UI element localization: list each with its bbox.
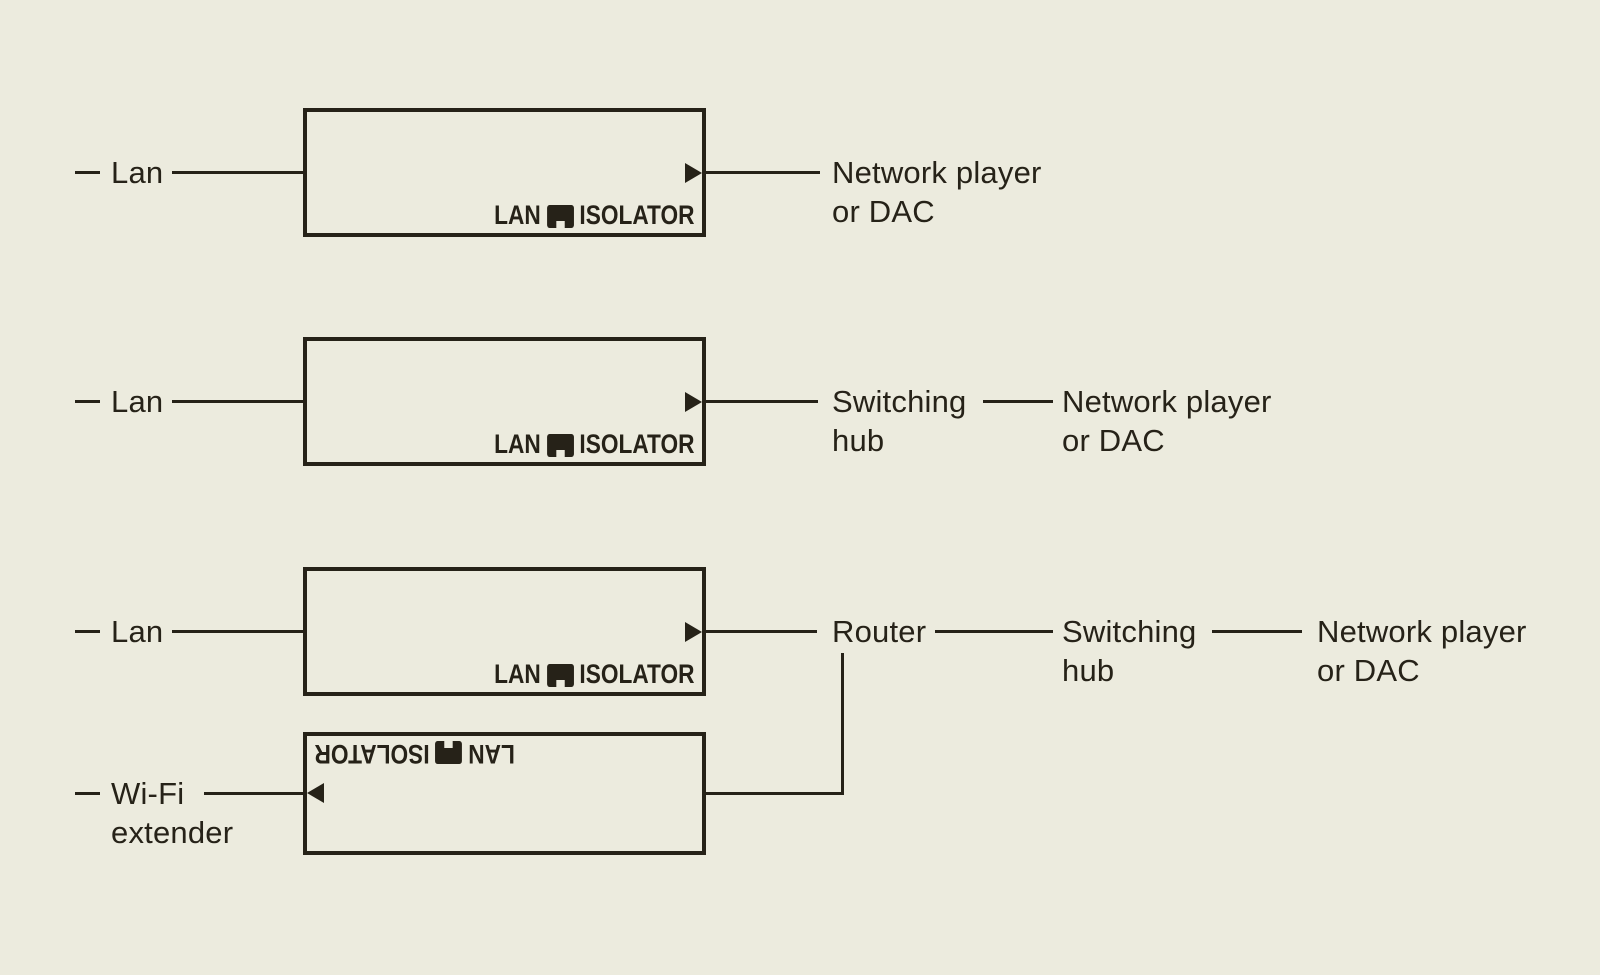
- lan-isolator-logo: LAN ISOLATOR: [495, 661, 695, 688]
- label-line: hub: [832, 423, 885, 458]
- lan-isolator-box-2: LAN ISOLATOR: [303, 337, 706, 466]
- lan-isolator-box-3: LAN ISOLATOR: [303, 567, 706, 696]
- lan-isolator-logo: LAN ISOLATOR: [495, 431, 695, 458]
- connector-line: [983, 400, 1053, 403]
- lan-isolator-box-1: LAN ISOLATOR: [303, 108, 706, 237]
- label-line: or DAC: [832, 194, 935, 229]
- label-line: Wi-Fi: [111, 776, 185, 811]
- logo-lan-text: LAN: [494, 200, 542, 230]
- logo-isolator-text: ISOLATOR: [314, 739, 430, 769]
- label-line: Network player: [832, 155, 1042, 190]
- label-line: or DAC: [1317, 653, 1420, 688]
- label-line: Network player: [1062, 384, 1272, 419]
- connector-line: [172, 400, 303, 403]
- label-line: Lan: [111, 614, 164, 649]
- isolator-box-content: LAN ISOLATOR: [307, 341, 702, 462]
- lan-tick-mark: [75, 400, 100, 403]
- ethernet-port-icon: [434, 741, 462, 764]
- lan-tick-mark: [75, 630, 100, 633]
- lan-isolator-box-flipped: LAN ISOLATOR: [303, 732, 706, 855]
- lan-tick-mark: [75, 171, 100, 174]
- label-line: Lan: [111, 384, 164, 419]
- flow-arrow-icon: [685, 621, 702, 642]
- isolator-box-content-flipped: LAN ISOLATOR: [307, 736, 702, 851]
- label-line: Lan: [111, 155, 164, 190]
- isolator-box-content: LAN ISOLATOR: [307, 112, 702, 233]
- logo-isolator-text: ISOLATOR: [579, 200, 695, 230]
- label-line: or DAC: [1062, 423, 1165, 458]
- switching-hub-label-1: Switching hub: [832, 382, 966, 460]
- router-label: Router: [832, 612, 926, 651]
- lan-isolator-logo: LAN ISOLATOR: [495, 202, 695, 229]
- logo-isolator-text: ISOLATOR: [579, 659, 695, 689]
- ethernet-port-icon: [547, 664, 575, 687]
- logo-isolator-text: ISOLATOR: [579, 429, 695, 459]
- flow-arrow-icon: [685, 391, 702, 412]
- label-line: Router: [832, 614, 927, 649]
- flow-arrow-icon: [307, 783, 324, 804]
- isolator-box-content: LAN ISOLATOR: [307, 571, 702, 692]
- lan-label-2: Lan: [111, 382, 163, 421]
- network-player-label-2: Network player or DAC: [1062, 382, 1272, 460]
- connector-line: [172, 171, 303, 174]
- connector-line: [935, 630, 1053, 633]
- label-line: extender: [111, 815, 234, 850]
- logo-lan-text: LAN: [494, 659, 542, 689]
- lan-label-1: Lan: [111, 153, 163, 192]
- ethernet-port-icon: [547, 434, 575, 457]
- wifi-extender-label: Wi-Fi extender: [111, 774, 233, 852]
- label-line: Switching: [1062, 614, 1197, 649]
- flow-arrow-icon: [685, 162, 702, 183]
- connector-line: [1212, 630, 1302, 633]
- connector-line: [706, 630, 817, 633]
- ethernet-port-icon: [547, 205, 575, 228]
- network-player-label-1: Network player or DAC: [832, 153, 1042, 231]
- connector-line: [204, 792, 303, 795]
- connector-line: [172, 630, 303, 633]
- label-line: Network player: [1317, 614, 1527, 649]
- connector-line-vertical: [841, 653, 844, 795]
- network-player-label-3: Network player or DAC: [1317, 612, 1527, 690]
- lan-label-3: Lan: [111, 612, 163, 651]
- wifi-tick-mark: [75, 792, 100, 795]
- connector-line: [706, 400, 818, 403]
- label-line: Switching: [832, 384, 967, 419]
- logo-lan-text: LAN: [494, 429, 542, 459]
- connector-line: [706, 171, 820, 174]
- logo-lan-text: LAN: [467, 739, 515, 769]
- lan-isolator-logo: LAN ISOLATOR: [314, 739, 515, 769]
- switching-hub-label-2: Switching hub: [1062, 612, 1196, 690]
- label-line: hub: [1062, 653, 1115, 688]
- connector-line: [706, 792, 844, 795]
